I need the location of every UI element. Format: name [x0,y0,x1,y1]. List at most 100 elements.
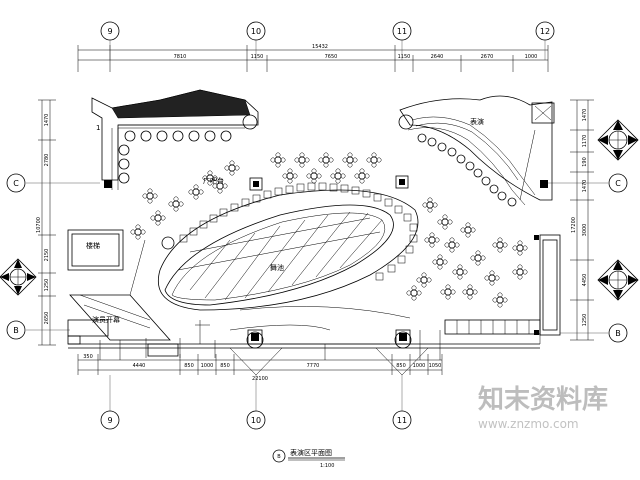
booth-label: 表演 [470,117,484,126]
bottom-dim-2: 4440 [133,363,146,369]
watermark: 知末资料库 www.znzmo.com [478,385,608,431]
lounge-table [270,152,286,168]
axis-left-b: B [13,326,19,335]
right-dim-7: 4450 [582,274,588,287]
structural-columns [249,175,409,191]
axis-right-c: C [615,179,621,188]
elevation-marker-left [0,258,37,296]
lounge-table [212,178,228,194]
top-dimension-chain: 15432 7810 1150 7650 1150 2640 2670 1000 [77,44,549,72]
elevation-marker-right-mid [597,259,639,301]
left-dim-4: 2150 [44,249,50,262]
bottom-dim-6: 7770 [307,363,320,369]
left-dim-2: 2780 [44,154,50,167]
stage-grid-pattern [177,211,383,301]
top-dim-3: 7650 [325,54,338,60]
top-dim-5: 2640 [431,54,444,60]
lounge-table [424,232,440,248]
axis-top-10: 10 [251,27,261,36]
right-dimension-chain: 1470 1170 190 1470 3000 17200 4450 1250 [570,99,594,341]
lounge-table [188,184,204,200]
top-dim-7: 1000 [525,54,538,60]
lounge-table [512,264,528,280]
right-dim-1: 1470 [582,109,588,122]
lounge-table [130,224,146,240]
axis-right-b: B [615,329,621,338]
lounge-table [422,197,438,213]
lounge-tables [130,152,528,308]
section-number-1: 1 [96,124,100,132]
bottom-dim-1: 350 [83,354,93,360]
elevation-marker-right-top [597,119,639,161]
drawing-scale: 1:100 [320,463,334,469]
left-dim-6: 2650 [44,312,50,325]
stage-ring-seats [179,182,418,281]
main-stage [158,189,419,311]
pit-label: 演员开幕 [92,315,120,324]
top-dim-2: 1150 [251,54,264,60]
left-dim-3: 10700 [36,217,42,233]
lounge-table [306,168,322,184]
watermark-url: www.znzmo.com [478,417,579,431]
left-dim-1: 1470 [44,114,50,127]
axis-bottom-11: 11 [397,416,407,425]
lounge-table [330,168,346,184]
lounge-table [460,222,476,238]
lounge-table [224,160,240,176]
axis-bottom-9: 9 [107,416,112,425]
bottom-dimension-chain: 350 4440 850 1000 850 7770 850 1000 1050… [77,354,443,382]
top-axis-markers: 9 10 11 12 [100,21,555,60]
booth-seats [417,133,517,207]
lounge-table [492,237,508,253]
right-bench-seating [444,234,561,336]
lounge-table [202,170,218,186]
drawing-title-block: B 表演区平面图 1:100 [272,448,345,469]
bottom-wall [68,300,541,360]
axis-top-12: 12 [540,27,550,36]
drawing-title: 表演区平面图 [290,448,332,457]
left-dimension-chain: 1470 2780 10700 2150 1250 2650 [36,99,56,346]
lounge-table [416,272,432,288]
lounge-table [282,168,298,184]
axis-top-11: 11 [397,27,407,36]
lounge-table [492,292,508,308]
lounge-table [294,152,310,168]
lounge-table [318,152,334,168]
lounge-table [366,152,382,168]
bottom-dim-4: 1000 [201,363,214,369]
bottom-dim-3: 850 [184,363,194,369]
top-dim-6: 2670 [481,54,494,60]
axis-left-c: C [13,179,19,188]
bottom-dim-9: 1050 [429,363,442,369]
bottom-dim-5: 850 [220,363,230,369]
lounge-table [354,168,370,184]
axis-bottom-10: 10 [251,416,261,425]
stairs-label: 楼梯 [86,241,100,250]
lounge-table [437,214,453,230]
lounge-table [150,210,166,226]
bottom-axis-markers: 9 10 11 [100,347,429,430]
top-dim-total: 15432 [312,44,328,50]
lounge-table [440,284,456,300]
bar-label: 广吧台 [203,176,224,185]
left-dim-5: 1250 [44,279,50,292]
curved-booth-area: 表演 [398,95,555,206]
bottom-dim-8: 1000 [413,363,426,369]
title-letter: B [277,454,281,460]
stage-label: 舞池 [270,263,284,272]
lounge-table [168,196,184,212]
top-dim-4: 1150 [398,54,411,60]
lounge-table [484,270,500,286]
bottom-dim-7: 850 [396,363,406,369]
right-dim-3: 190 [582,157,588,167]
lounge-table [512,240,528,256]
grid-lines [40,182,598,334]
watermark-brand: 知末资料库 [478,385,608,415]
top-dim-1: 7810 [174,54,187,60]
side-axis-markers: C B C B [6,173,628,343]
lounge-table [342,152,358,168]
right-dim-5: 3000 [582,224,588,237]
lounge-table [432,254,448,270]
bar-counter-area: 1 [91,89,259,190]
